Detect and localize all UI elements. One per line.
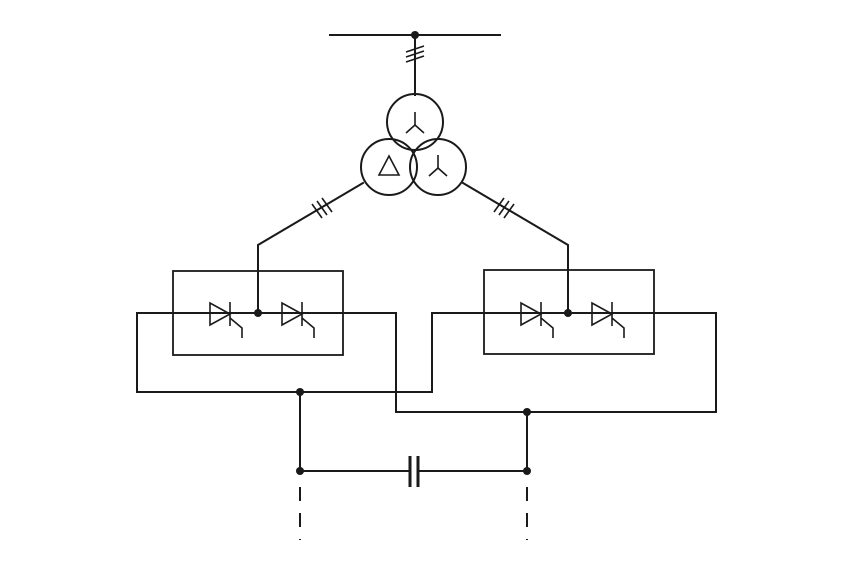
- three-phase-tick-mark-left: [311, 197, 333, 219]
- left-converter-dc-loop: [136, 312, 717, 393]
- delta-symbol-icon: [377, 154, 401, 176]
- three-phase-tick-mark-top: [405, 45, 425, 63]
- thyristor-icon: [520, 301, 554, 338]
- capacitor-icon: [408, 456, 420, 487]
- thyristor-icon: [591, 301, 625, 338]
- thyristor-icon: [281, 301, 315, 338]
- three-winding-transformer: [360, 93, 467, 196]
- right-converter-dc-loop: [395, 312, 717, 413]
- thyristor-icon: [209, 301, 243, 338]
- left-ac-feeder-line: [257, 181, 365, 314]
- right-ac-feeder-line: [461, 181, 569, 314]
- transformer-winding-right: [409, 138, 467, 196]
- transformer-winding-left: [360, 138, 418, 196]
- wye-symbol-icon: [428, 155, 448, 177]
- wye-symbol-icon: [405, 112, 425, 134]
- three-phase-tick-mark-right: [493, 197, 515, 219]
